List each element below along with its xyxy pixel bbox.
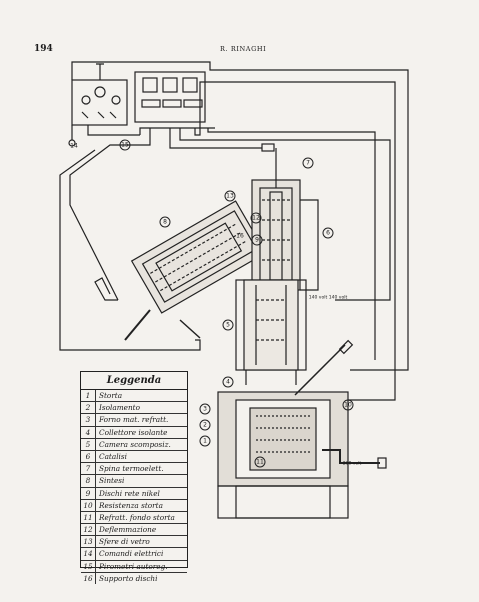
legend-description: Catalisi bbox=[99, 451, 127, 461]
voltage-label-1: 140 volt bbox=[309, 295, 328, 301]
control-panel bbox=[134, 71, 206, 123]
label-14: 14 bbox=[70, 143, 78, 150]
label-6: 6 bbox=[326, 230, 330, 237]
label-10: 10 bbox=[344, 402, 352, 409]
legend-number: 10 bbox=[81, 499, 96, 511]
legend-description: Collettore isolante bbox=[99, 427, 168, 437]
legend-number: 3 bbox=[81, 414, 96, 426]
legend-number: 4 bbox=[81, 426, 96, 438]
legend-description: Dischi rete nikel bbox=[99, 488, 160, 498]
legend-number: 6 bbox=[81, 450, 96, 463]
label-16: 16 bbox=[236, 233, 244, 240]
legend-number: 1 bbox=[81, 390, 96, 402]
label-11: 11 bbox=[256, 459, 264, 466]
legend-description: Resistenza storta bbox=[99, 500, 163, 510]
running-head: R. RINAGHI bbox=[220, 45, 267, 53]
legend-number: 11 bbox=[81, 511, 96, 524]
voltage-label-3: 260 volt bbox=[343, 461, 362, 467]
label-1: 1 bbox=[203, 438, 207, 445]
legend-description: Isolamento bbox=[99, 403, 140, 413]
legend-number: 14 bbox=[81, 548, 96, 560]
legend-description: Spina termoelett. bbox=[99, 464, 164, 474]
legend-description: Pirometri autoreg. bbox=[99, 561, 168, 571]
page-header: 194 R. RINAGHI bbox=[0, 44, 479, 58]
label-9: 9 bbox=[255, 237, 259, 244]
legend-number: 9 bbox=[81, 487, 96, 499]
legend-number: 16 bbox=[81, 572, 96, 584]
legend-title: Leggenda bbox=[81, 372, 187, 390]
label-12: 12 bbox=[252, 215, 260, 222]
label-15: 15 bbox=[121, 142, 129, 149]
legend-number: 13 bbox=[81, 536, 96, 548]
legend-description: Sintesi bbox=[99, 476, 125, 486]
page-number: 194 bbox=[34, 44, 53, 54]
legend-description: Supporto dischi bbox=[99, 573, 158, 583]
legend-description: Comandi elettrici bbox=[99, 549, 164, 559]
legend-number: 7 bbox=[81, 463, 96, 475]
label-3: 3 bbox=[203, 406, 207, 413]
legend-description: Camera scomposiz. bbox=[99, 439, 171, 449]
voltage-label-2: 140 volt bbox=[329, 295, 348, 301]
legend-description: Deflemmazione bbox=[99, 525, 157, 535]
legend-description: Refratt. fondo storta bbox=[99, 512, 175, 522]
legend-description: Forno mat. refratt. bbox=[99, 415, 169, 425]
label-7: 7 bbox=[306, 160, 310, 167]
legend-number: 8 bbox=[81, 475, 96, 487]
label-4: 4 bbox=[226, 379, 230, 386]
legend-description: Sfere di vetro bbox=[99, 537, 150, 547]
label-5: 5 bbox=[226, 322, 230, 329]
legend-description: Storta bbox=[99, 391, 123, 400]
legend-number: 5 bbox=[81, 438, 96, 450]
label-13: 13 bbox=[226, 193, 234, 200]
legend-number: 2 bbox=[81, 402, 96, 414]
label-8: 8 bbox=[163, 219, 167, 226]
legend-number: 12 bbox=[81, 524, 96, 536]
label-2: 2 bbox=[203, 422, 207, 429]
legend-number: 15 bbox=[81, 560, 96, 572]
